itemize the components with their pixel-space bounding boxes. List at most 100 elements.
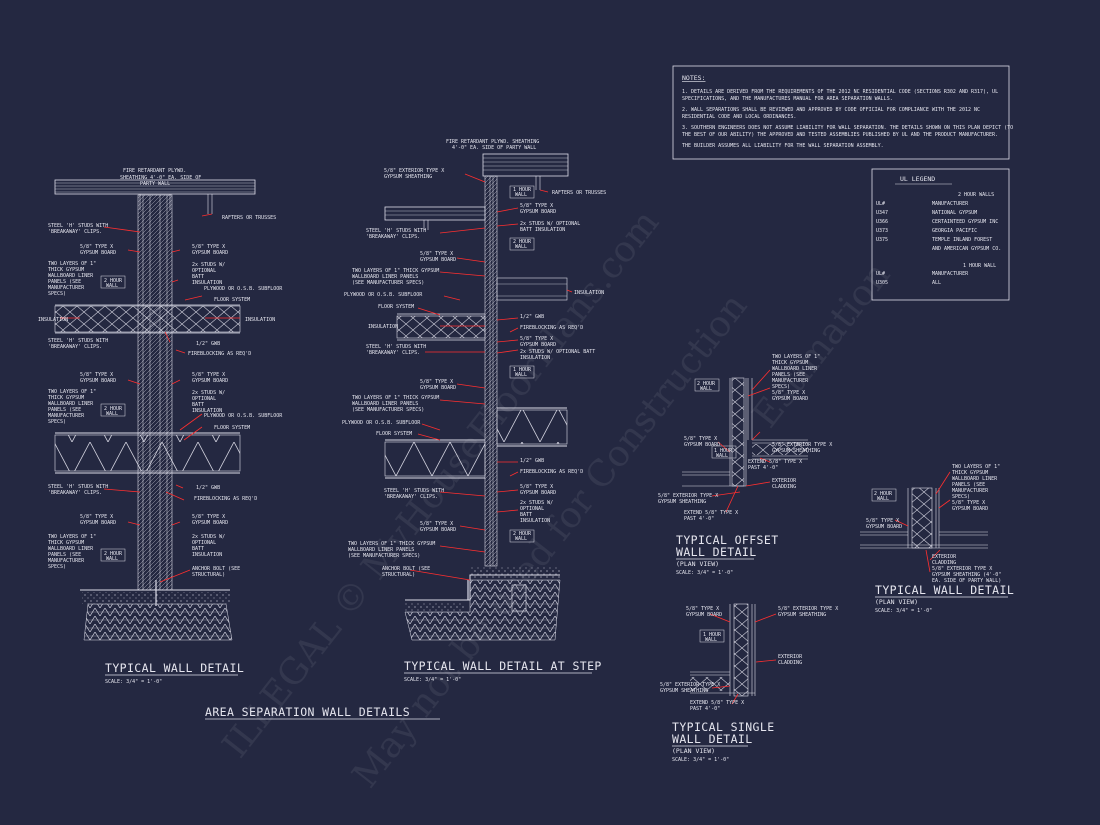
label-liner: PANELS (SEE xyxy=(48,407,81,413)
label-liner: MANUFACTURER xyxy=(48,558,85,564)
legend-code: U373 xyxy=(876,228,888,234)
label-studs: INSULATION xyxy=(520,518,550,524)
label-hour: WALL xyxy=(705,637,717,643)
label-cladding: CLADDING xyxy=(778,660,802,666)
label-hour: 2 HOUR xyxy=(874,491,893,497)
label-liner: TWO LAYERS OF 1" THICK GYPSUM xyxy=(352,268,439,274)
label-gyp: GYPSUM BOARD xyxy=(80,250,116,256)
typical-wall-step-detail: FIRE RETARDANT PLYWD. SHEATHING 4'-0" EA… xyxy=(342,139,606,683)
label-insulation: INSULATION xyxy=(245,317,275,323)
label-extend: EXTEND 5/8" TYPE X xyxy=(690,700,744,706)
label-gyp: GYPSUM BOARD xyxy=(684,442,720,448)
label-liner: THICK GYPSUM xyxy=(952,470,988,476)
label-studs: OPTIONAL xyxy=(192,540,216,546)
label-floor: FLOOR SYSTEM xyxy=(214,297,250,303)
label-insulation: INSULATION xyxy=(574,290,604,296)
label-gyp: GYPSUM BOARD xyxy=(686,612,722,618)
label-hour: WALL xyxy=(515,536,527,542)
label-steel-h: STEEL 'H' STUDS WITH xyxy=(384,488,444,494)
label-ext: GYPSUM SHEATHING xyxy=(660,688,708,694)
notes-line-3: 2. WALL SEPARATIONS SHALL BE REVIEWED AN… xyxy=(682,107,980,113)
label-hour: 1 HOUR xyxy=(513,187,532,193)
label-liner: WALLBOARD LINER xyxy=(48,401,94,407)
label-liner: MANUFACTURER xyxy=(952,488,989,494)
scale-offset: SCALE: 3/4" = 1'-0" xyxy=(676,570,733,576)
label-ext: 5/8" EXTERIOR TYPE X xyxy=(778,606,838,612)
label-hour: WALL xyxy=(515,192,527,198)
label-liner: THICK GYPSUM xyxy=(772,360,808,366)
label-liner: SPECS) xyxy=(952,494,970,500)
label-studs: INSULATION xyxy=(192,552,222,558)
label-anchor: STRUCTURAL) xyxy=(192,572,225,578)
label-steel-h: 'BREAKAWAY' CLIPS. xyxy=(384,494,438,500)
title-typical-wall: TYPICAL WALL DETAIL xyxy=(105,661,244,675)
label-gyp: 5/8" TYPE X xyxy=(420,251,453,257)
label-liner: THICK GYPSUM xyxy=(48,540,84,546)
label-hour: WALL xyxy=(515,244,527,250)
notes-line-1: 1. DETAILS ARE DERIVED FROM THE REQUIREM… xyxy=(682,89,998,95)
label-hour: 2 HOUR xyxy=(104,278,123,284)
legend-name: TEMPLE INLAND FOREST xyxy=(932,237,992,243)
label-liner: WALLBOARD LINER xyxy=(48,273,94,279)
typical-wall-detail: FIRE RETARDANT PLYWD. SHEATHING 4'-0" EA… xyxy=(38,168,283,685)
label-gwb: 1/2" GWB xyxy=(520,314,544,320)
title-offset-2: WALL DETAIL xyxy=(676,545,757,559)
label-liner: TWO LAYERS OF 1" xyxy=(48,261,96,267)
legend-name: NATIONAL GYPSUM xyxy=(932,210,977,216)
ul-legend: UL LEGEND 2 HOUR WALLS UL# MANUFACTURER … xyxy=(871,168,1010,301)
label-ext: GYPSUM SHEATHING xyxy=(384,174,432,180)
label-steel-h: STEEL 'H' STUDS WITH xyxy=(48,484,108,490)
legend-col-mfr: MANUFACTURER xyxy=(932,201,969,207)
label-liner: WALLBOARD LINER PANELS xyxy=(348,547,414,553)
label-liner: TWO LAYERS OF 1" THICK GYPSUM xyxy=(352,395,439,401)
label-gyp: 5/8" TYPE X xyxy=(684,436,717,442)
label-hour: 2 HOUR xyxy=(513,239,532,245)
label-extend: PAST 4'-0" xyxy=(684,516,714,522)
label-liner: PANELS (SEE xyxy=(772,372,805,378)
label-steel-h: 'BREAKAWAY' CLIPS. xyxy=(48,344,102,350)
label-liner: WALLBOARD LINER PANELS xyxy=(352,401,418,407)
label-studs: OPTIONAL xyxy=(192,268,216,274)
label-gyp: GYPSUM BOARD xyxy=(520,490,556,496)
notes-line-5: 3. SOUTHERN ENGINEERS DOES NOT ASSUME LI… xyxy=(682,125,1013,131)
typical-wall-plan-detail: TWO LAYERS OF 1" THICK GYPSUM WALLBOARD … xyxy=(860,464,1014,614)
label-fireblock: FIREBLOCKING AS REQ'D xyxy=(194,496,257,502)
label-liner: PANELS (SEE xyxy=(48,552,81,558)
label-liner: WALLBOARD LINER xyxy=(48,546,94,552)
label-gyp: GYPSUM BOARD xyxy=(866,524,902,530)
legend-col-ul: UL# xyxy=(876,201,885,207)
label-hour: WALL xyxy=(106,556,118,562)
label-plywood: PLYWOOD OR O.S.B. SUBFLOOR xyxy=(342,420,421,426)
label-studs: 2x STUDS W/ OPTIONAL xyxy=(520,221,580,227)
label-floor: FLOOR SYSTEM xyxy=(376,431,412,437)
notes-line-4: RESIDENTIAL CODE AND LOCAL ORDINANCES. xyxy=(682,114,796,120)
title-offset-1: TYPICAL OFFSET xyxy=(676,533,779,547)
label-cladding: EXTERIOR xyxy=(778,654,803,660)
label-liner: TWO LAYERS OF 1" xyxy=(772,354,820,360)
label-steel-h: 'BREAKAWAY' CLIPS. xyxy=(366,234,420,240)
label-liner: WALLBOARD LINER xyxy=(772,366,818,372)
label-sheathing: SHEATHING 4'-0" EA. SIDE OF xyxy=(120,175,201,181)
label-studs: OPTIONAL xyxy=(520,506,544,512)
label-liner: SPECS) xyxy=(48,291,66,297)
legend-code: U375 xyxy=(876,237,888,243)
label-ext: GYPSUM SHEATHING xyxy=(772,448,820,454)
label-liner: (SEE MANUFACTURER SPECS) xyxy=(352,280,424,286)
label-studs: OPTIONAL xyxy=(192,396,216,402)
label-liner: TWO LAYERS OF 1" xyxy=(48,389,96,395)
label-anchor: ANCHOR BOLT (SEE xyxy=(382,566,430,572)
label-liner: THICK GYPSUM xyxy=(48,395,84,401)
label-gyp: 5/8" TYPE X xyxy=(80,372,113,378)
label-rafters: RAFTERS OR TRUSSES xyxy=(222,215,276,221)
label-gyp: GYPSUM BOARD xyxy=(192,250,228,256)
label-steel-h: 'BREAKAWAY' CLIPS. xyxy=(48,490,102,496)
label-liner: MANUFACTURER xyxy=(772,378,809,384)
label-liner: SPECS) xyxy=(48,419,66,425)
legend-name: ALL xyxy=(932,280,941,286)
label-steel-h: 'BREAKAWAY' CLIPS. xyxy=(366,350,420,356)
title-single-2: WALL DETAIL xyxy=(672,732,753,746)
label-cladding: EXTERIOR xyxy=(932,554,957,560)
label-ext: 5/8" EXTERIOR TYPE X xyxy=(384,168,444,174)
label-studs: INSULATION xyxy=(192,280,222,286)
